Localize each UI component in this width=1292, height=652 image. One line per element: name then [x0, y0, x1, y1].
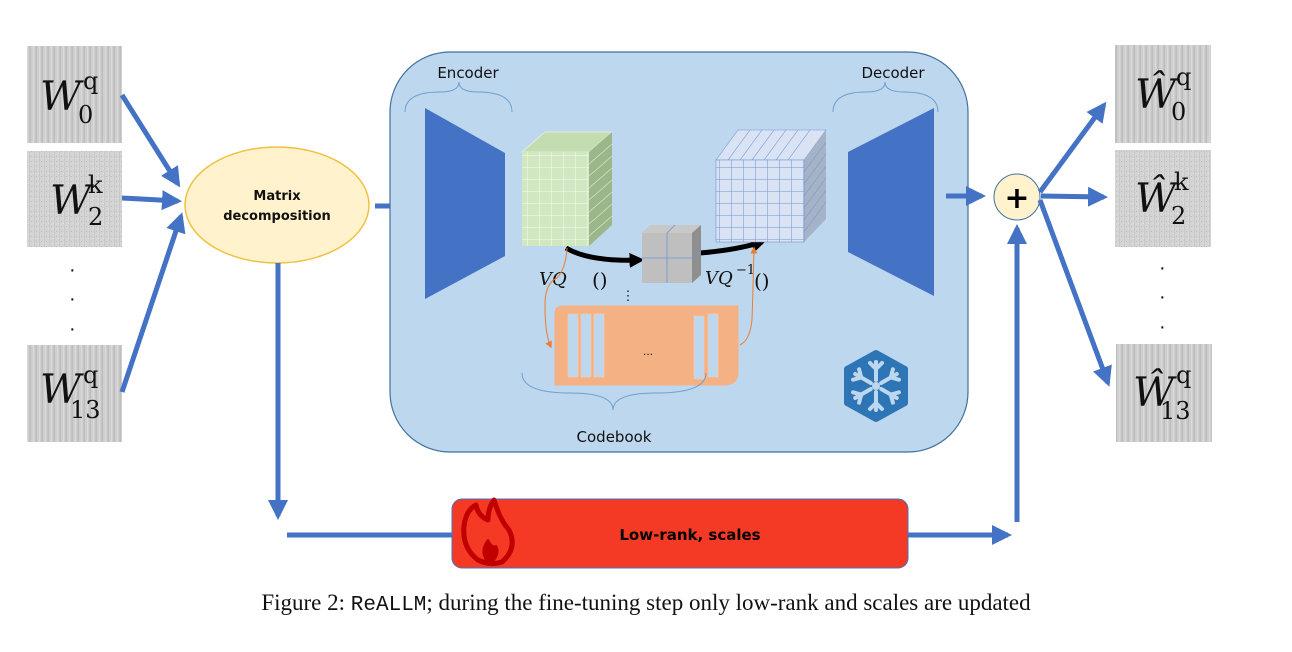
codebook: ... [554, 305, 739, 386]
input-matrix-w0q: W 0 q [27, 46, 122, 143]
svg-text:2: 2 [88, 203, 103, 231]
output-matrix-w0q-hat: Ŵ 0 q [1115, 45, 1211, 143]
output-arrows [1037, 101, 1112, 387]
codebook-vector [707, 313, 719, 378]
svg-text:Matrix: Matrix [253, 189, 301, 204]
svg-text:q: q [83, 361, 98, 389]
decoder-trapezoid [848, 108, 934, 296]
codebook-vector [567, 313, 579, 378]
arrow-w2k-to-decomposition [121, 190, 182, 211]
lowrank-scales-box: Low-rank, scales [451, 497, 909, 569]
svg-text:·: · [69, 288, 76, 310]
vdots: ⋮ [622, 288, 635, 303]
vq-inverse-label: VQ [705, 268, 733, 289]
codebook-vector [693, 315, 705, 380]
svg-text:q: q [1176, 361, 1191, 389]
svg-text:W: W [50, 178, 94, 224]
svg-text:13: 13 [1160, 397, 1191, 425]
output-matrix-w13q-hat: Ŵ 13 q [1116, 344, 1212, 442]
latent-cube-green [520, 131, 614, 246]
decoder-label: Decoder [861, 64, 925, 82]
svg-text:decomposition: decomposition [223, 209, 331, 224]
svg-text:·: · [69, 259, 76, 281]
input-matrix-w13q: W 13 q [27, 345, 122, 442]
vq-inverse-paren: () [754, 269, 770, 293]
input-matrix-w2k: W 2 k [27, 151, 122, 247]
snowflake-icon [844, 350, 908, 422]
input-arrows [119, 93, 186, 393]
svg-text:·: · [1159, 286, 1166, 308]
code-cube-gray [642, 224, 702, 283]
svg-text:0: 0 [78, 101, 93, 129]
encoder-label: Encoder [437, 64, 499, 82]
encoder-trapezoid [425, 108, 505, 299]
fire-icon [461, 497, 515, 567]
svg-text:13: 13 [70, 396, 101, 424]
output-ellipsis: · · · [1159, 257, 1166, 338]
matrix-decomposition-node: Matrix decomposition [184, 146, 370, 264]
svg-text:2: 2 [1171, 202, 1186, 230]
codebook-brace [521, 372, 707, 411]
arrow-sum-to-w13q-hat [1037, 199, 1112, 387]
input-ellipsis: · · · [69, 259, 76, 340]
svg-text:k: k [1174, 168, 1189, 196]
svg-text:Ŵ: Ŵ [1133, 369, 1177, 416]
latent-cube-blue [715, 129, 827, 243]
codebook-reconstruct-arrow [739, 246, 758, 346]
codebook-vector [593, 313, 605, 378]
svg-text:W: W [40, 74, 84, 120]
svg-text:·: · [69, 318, 76, 340]
encoder-brace [404, 81, 513, 113]
svg-text:Ŵ: Ŵ [1135, 71, 1179, 118]
svg-text:q: q [83, 67, 98, 95]
codebook-lookup-arrow [544, 247, 568, 349]
arrow-w0q-to-decomposition [119, 93, 181, 188]
svg-text:q: q [1176, 63, 1191, 91]
arrow-sum-to-w2k-hat [1040, 186, 1108, 207]
svg-text:W: W [40, 367, 84, 413]
vq-paren: () [592, 268, 608, 292]
codebook-vector [580, 313, 592, 378]
svg-text:Low-rank, scales: Low-rank, scales [619, 526, 760, 544]
arrow-w13q-to-decomposition [119, 212, 186, 393]
caption-text: ; during the fine-tuning step only low-r… [426, 590, 1031, 615]
svg-text:k: k [88, 171, 103, 199]
output-matrix-w2k-hat: Ŵ 2 k [1115, 150, 1211, 247]
svg-text:Ŵ: Ŵ [1135, 175, 1179, 222]
figure-caption: Figure 2: ReALLM; during the fine-tuning… [0, 590, 1292, 617]
svg-text:·: · [1159, 316, 1166, 338]
arrow-sum-to-w0q-hat [1037, 101, 1107, 194]
vq-arrow [564, 245, 645, 268]
vq-inverse-sup: −1 [736, 263, 755, 278]
autoencoder-container: Encoder ⋮ [389, 51, 969, 453]
caption-method-name: ReALLM [350, 594, 427, 617]
caption-prefix: Figure 2: [261, 590, 351, 615]
sum-node: + [993, 173, 1041, 221]
decoder-brace [832, 81, 939, 113]
svg-text:+: + [1004, 181, 1029, 216]
codebook-label: Codebook [577, 428, 652, 446]
svg-text:·: · [1159, 257, 1166, 279]
vq-label: VQ [539, 269, 567, 290]
codebook-dots: ... [643, 344, 653, 358]
svg-text:0: 0 [1171, 98, 1186, 126]
